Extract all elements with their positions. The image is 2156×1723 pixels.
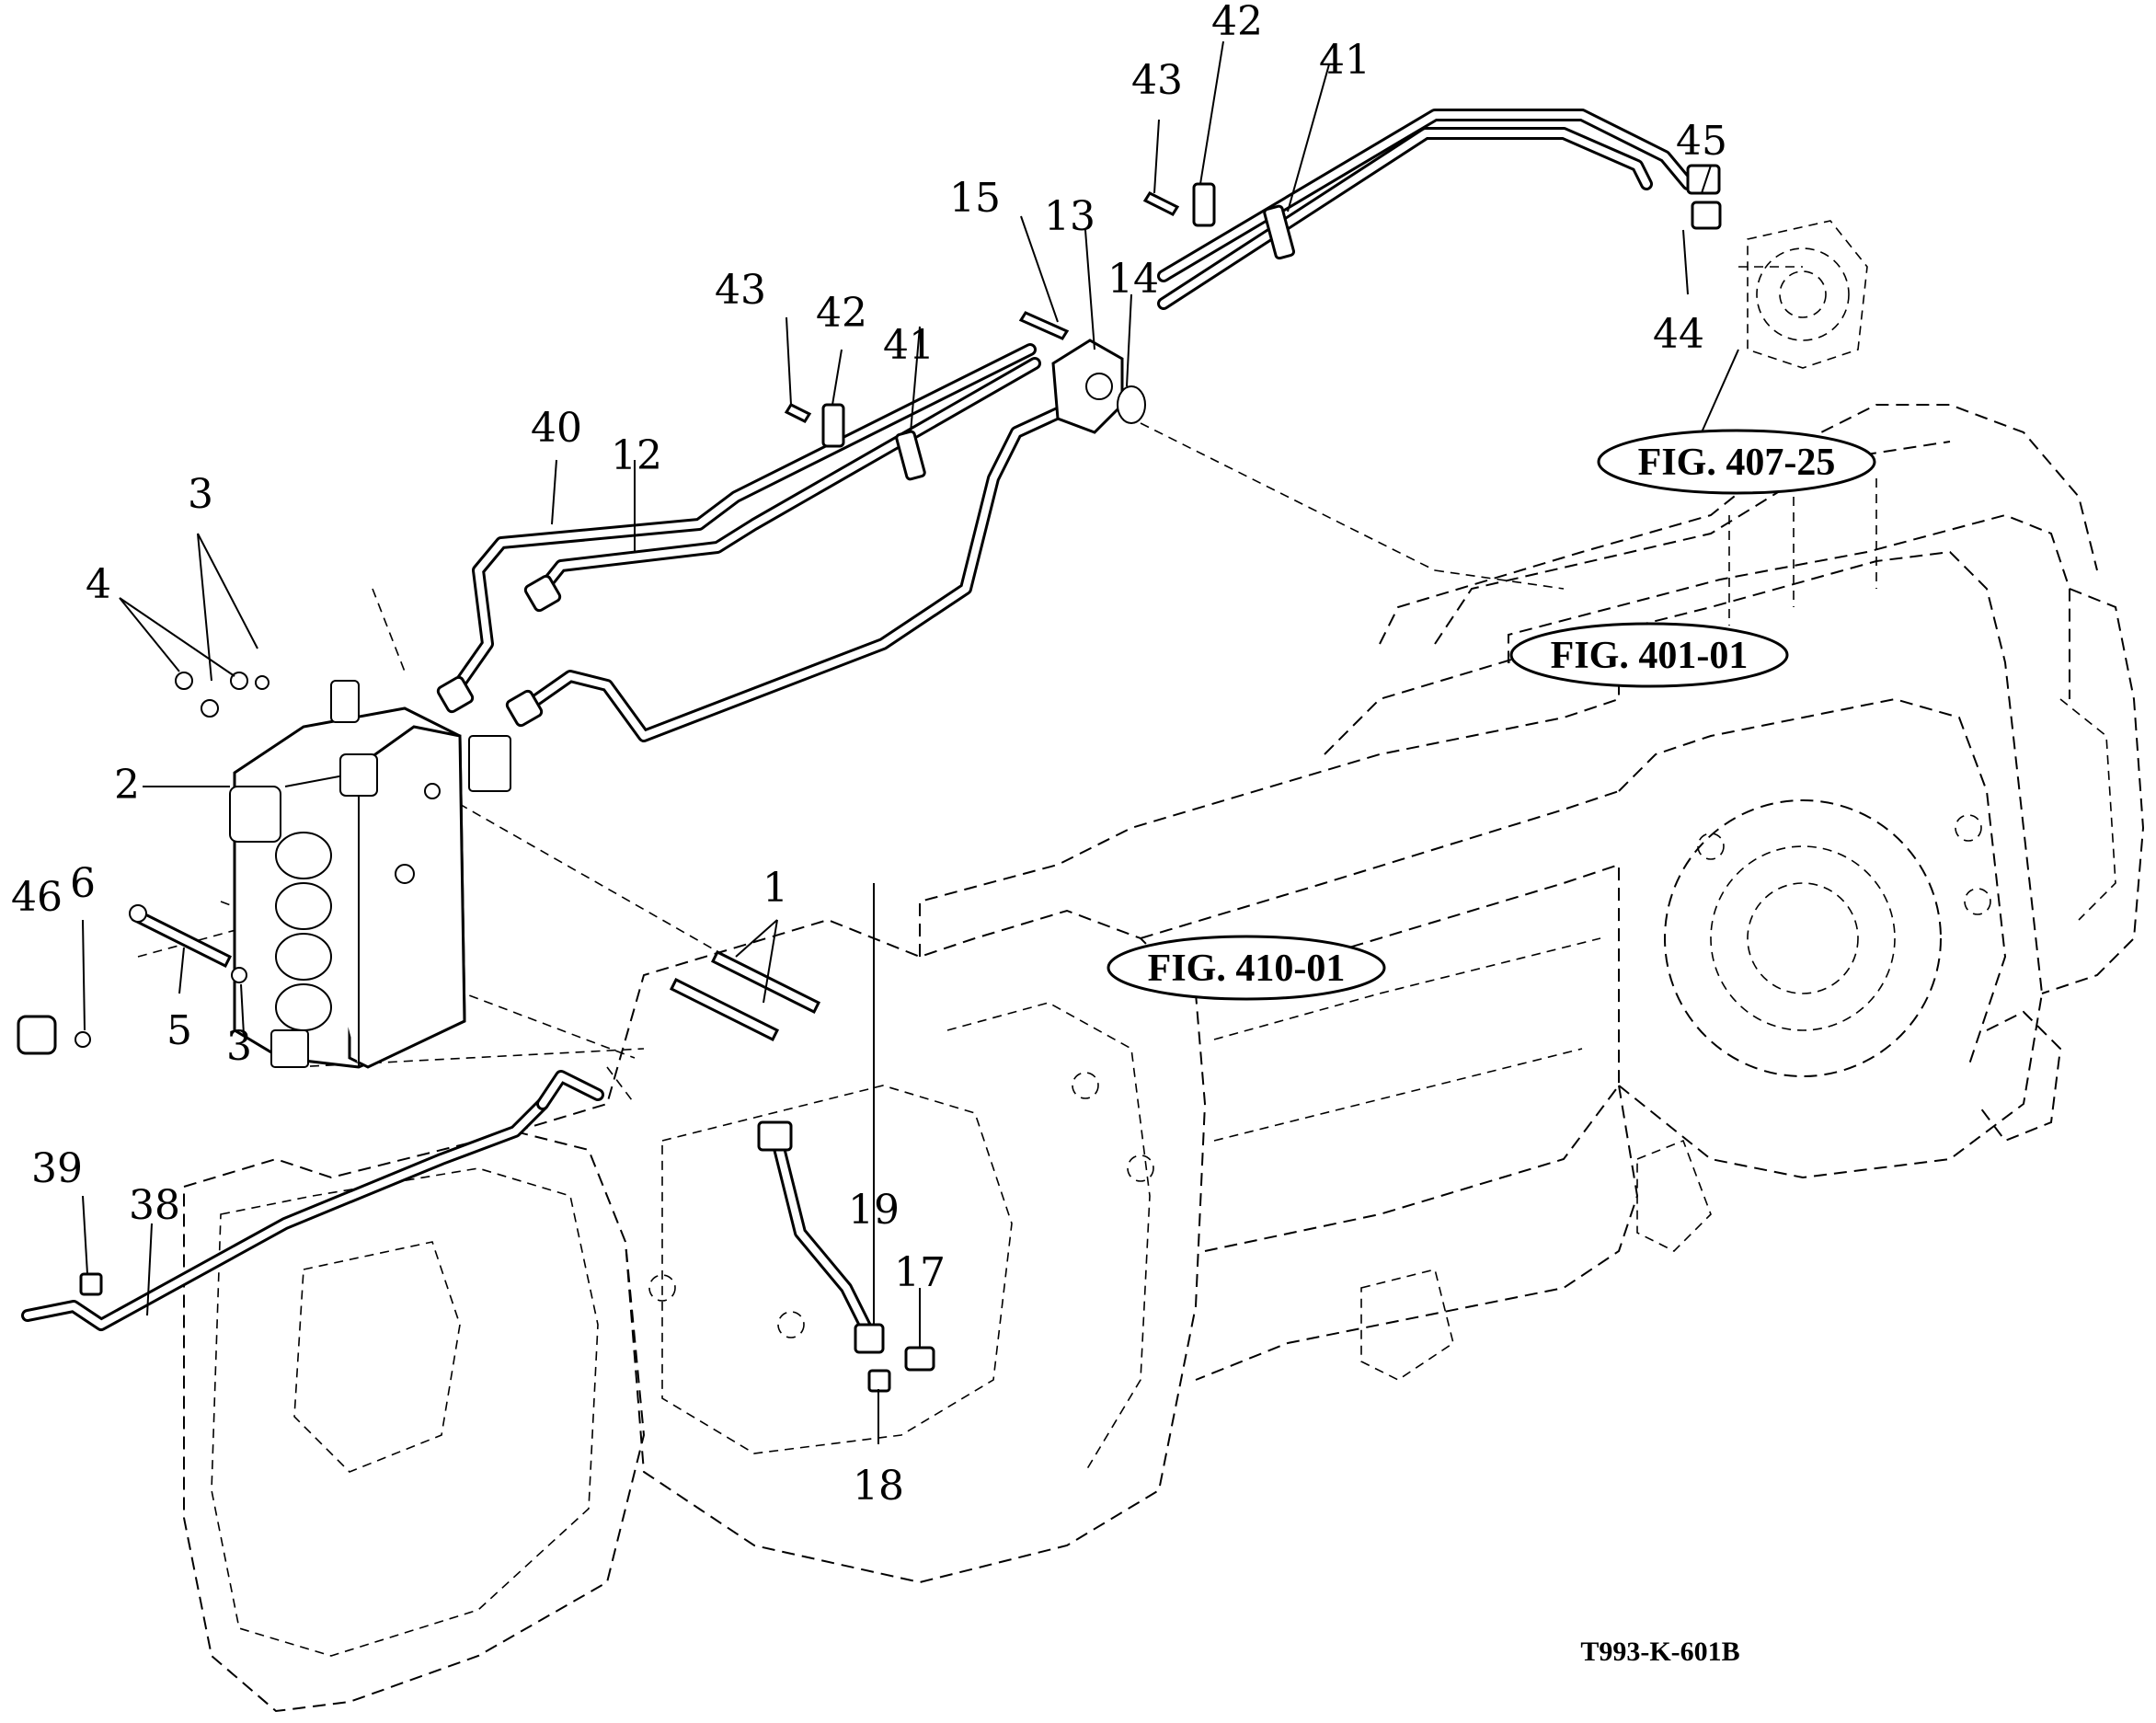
fig-401-01-label: FIG. 401-01 <box>1551 635 1749 677</box>
fig-410-01-oval <box>1107 935 1386 1001</box>
callout-19: 19 <box>848 1187 900 1234</box>
callout-12: 12 <box>611 432 662 479</box>
callout-5: 5 <box>166 1007 192 1054</box>
rear-pump-flange <box>1747 220 1868 369</box>
callout-41-upper: 41 <box>1319 37 1370 84</box>
callout-4: 4 <box>86 561 111 608</box>
callout-44: 44 <box>1653 311 1704 358</box>
callout-41-lower: 41 <box>883 322 935 369</box>
callout-42-upper: 42 <box>1211 0 1263 45</box>
callout-labels: 1 2 3 3 4 5 6 12 13 14 15 17 18 19 38 39… <box>11 0 1727 1510</box>
callout-14: 14 <box>1107 256 1159 303</box>
callout-3-lower: 3 <box>226 1023 252 1070</box>
studs-1 <box>669 949 821 1042</box>
callout-3-upper: 3 <box>188 471 213 518</box>
callout-2: 2 <box>114 762 140 809</box>
callout-43-lower: 43 <box>715 267 766 314</box>
clamps <box>784 182 1296 481</box>
hydraulic-pipes <box>21 109 1694 1340</box>
callout-1: 1 <box>763 865 788 912</box>
small-fittings <box>79 164 1722 1393</box>
control-valve-block <box>229 680 511 1069</box>
callout-39: 39 <box>31 1145 83 1192</box>
fig-401-01-oval <box>1509 622 1789 688</box>
fittings <box>17 574 562 1055</box>
callout-42-lower: 42 <box>816 290 867 337</box>
bolt-5 <box>129 904 233 969</box>
callout-15: 15 <box>949 175 1001 222</box>
callout-40: 40 <box>531 405 582 452</box>
figure-references: FIG. 407-25 FIG. 401-01 FIG. 410-01 <box>1107 429 1876 1001</box>
fig-407-25-oval <box>1597 429 1876 495</box>
callout-43-upper: 43 <box>1131 57 1183 104</box>
callout-6: 6 <box>70 860 96 907</box>
fig-407-25-label: FIG. 407-25 <box>1638 442 1836 484</box>
callout-13: 13 <box>1044 193 1095 240</box>
callout-38: 38 <box>129 1182 180 1229</box>
leader-lines <box>82 40 1739 1444</box>
fig-410-01-label: FIG. 410-01 <box>1148 948 1346 990</box>
callout-17: 17 <box>894 1249 946 1296</box>
callout-18: 18 <box>853 1463 904 1510</box>
flange-13 <box>1051 339 1146 434</box>
callout-46: 46 <box>11 874 63 921</box>
callout-45: 45 <box>1676 118 1727 165</box>
drawing-number: T993-K-601B <box>1580 1637 1739 1667</box>
